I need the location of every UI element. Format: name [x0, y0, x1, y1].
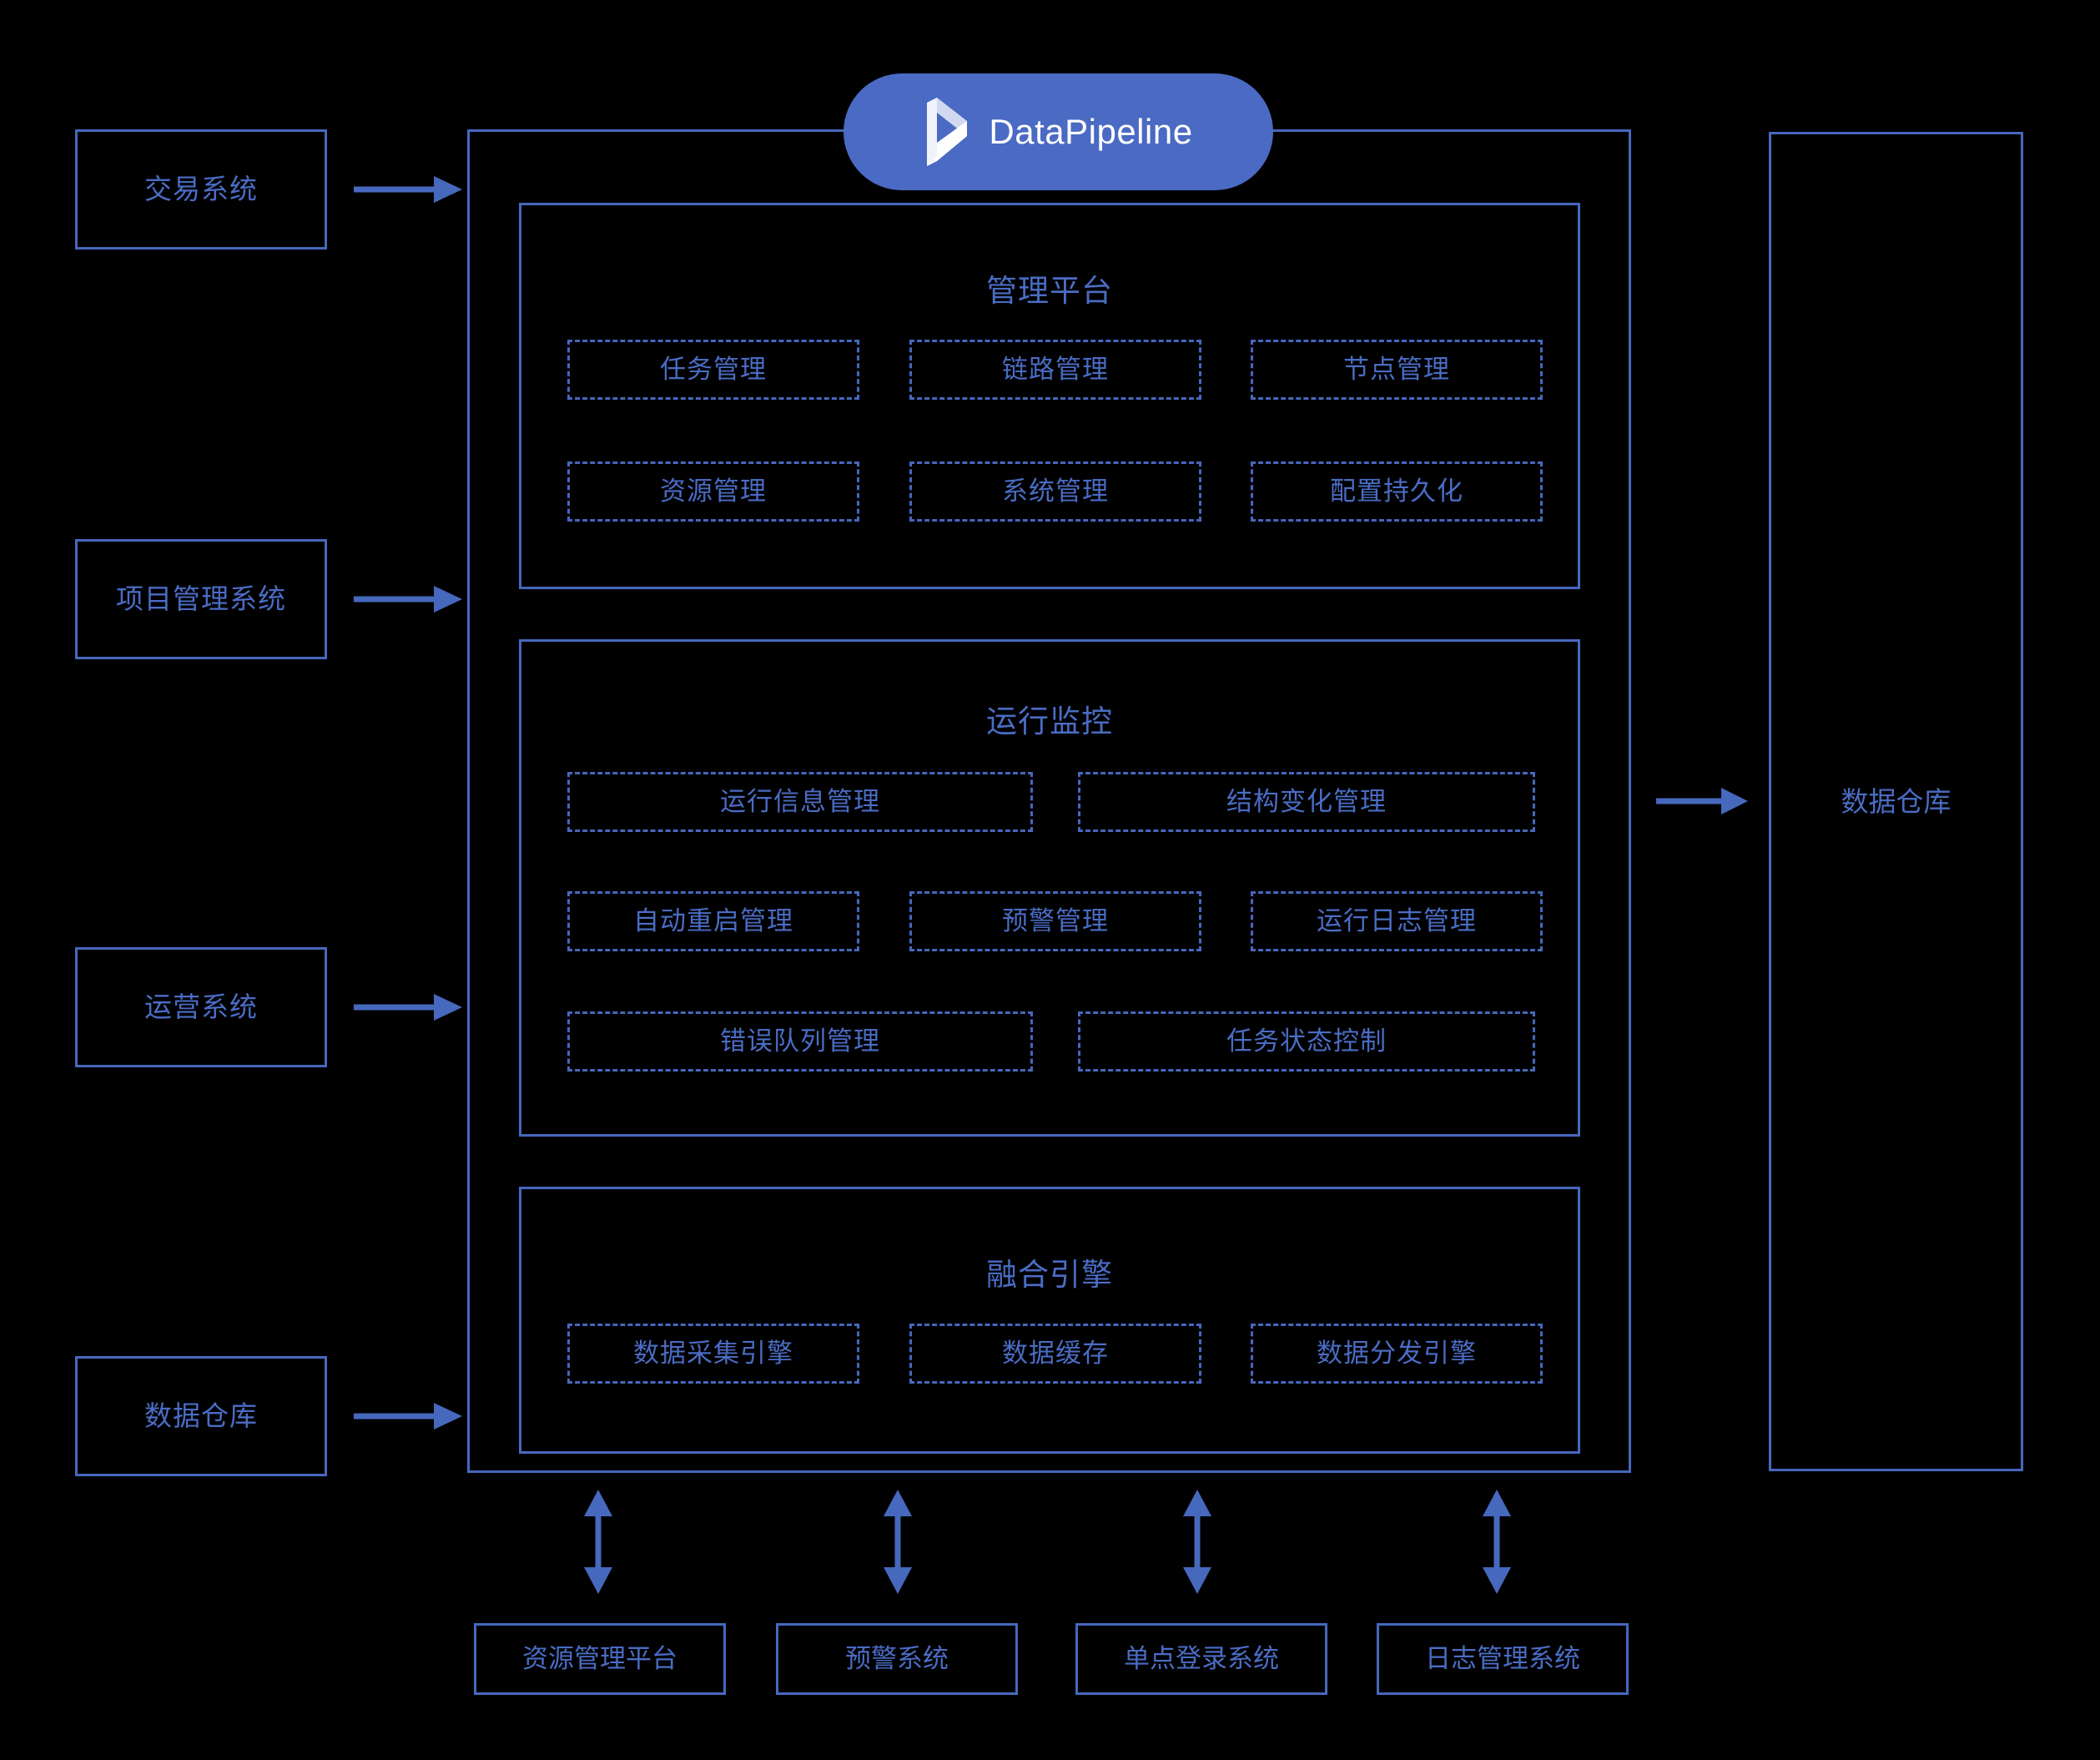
bottom-system-box[interactable]: 日志管理系统 — [1377, 1623, 1629, 1695]
target-label: 数据仓库 — [1841, 785, 1951, 817]
module-box[interactable]: 运行日志管理 — [1251, 891, 1543, 951]
module-label: 数据缓存 — [1002, 1338, 1109, 1368]
module-box[interactable]: 任务管理 — [567, 340, 859, 400]
arrow-right-icon — [354, 176, 462, 203]
arrow-up-down-icon — [884, 1490, 912, 1594]
section-title-management: 管理平台 — [986, 274, 1113, 308]
module-label: 系统管理 — [1002, 476, 1109, 506]
source-label: 运营系统 — [144, 991, 258, 1023]
bottom-system-label: 预警系统 — [845, 1643, 949, 1673]
module-label: 节点管理 — [1343, 354, 1450, 384]
module-box[interactable]: 数据分发引擎 — [1251, 1324, 1543, 1384]
module-label: 数据分发引擎 — [1317, 1338, 1477, 1368]
module-label: 错误队列管理 — [720, 1026, 880, 1056]
source-label: 项目管理系统 — [116, 583, 286, 615]
module-box[interactable]: 自动重启管理 — [567, 891, 859, 951]
module-label: 数据采集引擎 — [633, 1338, 793, 1368]
source-label: 交易系统 — [144, 174, 258, 205]
arrow-right-icon — [354, 586, 462, 613]
bottom-system-label: 日志管理系统 — [1425, 1643, 1580, 1673]
module-label: 任务管理 — [660, 354, 767, 384]
section-panel-engine — [519, 1187, 1580, 1454]
module-label: 自动重启管理 — [633, 905, 793, 935]
module-box[interactable]: 系统管理 — [909, 461, 1201, 522]
arrow-right-icon — [354, 994, 462, 1021]
bottom-system-box[interactable]: 单点登录系统 — [1075, 1623, 1327, 1695]
source-box-0[interactable]: 交易系统 — [75, 129, 327, 250]
module-box[interactable]: 预警管理 — [909, 891, 1201, 951]
module-label: 配置持久化 — [1330, 476, 1463, 506]
module-box[interactable]: 结构变化管理 — [1078, 772, 1535, 832]
section-title-engine: 融合引擎 — [986, 1258, 1113, 1292]
arrow-up-down-icon — [1183, 1490, 1211, 1594]
arrow-up-down-icon — [584, 1490, 612, 1594]
module-box[interactable]: 链路管理 — [909, 340, 1201, 400]
module-label: 资源管理 — [660, 476, 767, 506]
arrow-right-icon — [1656, 788, 1748, 814]
module-box[interactable]: 资源管理 — [567, 461, 859, 522]
module-box[interactable]: 运行信息管理 — [567, 772, 1033, 832]
bottom-system-label: 单点登录系统 — [1124, 1643, 1279, 1673]
module-box[interactable]: 数据缓存 — [909, 1324, 1201, 1384]
module-box[interactable]: 任务状态控制 — [1078, 1011, 1535, 1072]
bottom-system-label: 资源管理平台 — [522, 1643, 677, 1673]
arrow-up-down-icon — [1483, 1490, 1511, 1594]
module-box[interactable]: 错误队列管理 — [567, 1011, 1033, 1072]
module-label: 运行日志管理 — [1317, 905, 1477, 935]
source-box-1[interactable]: 项目管理系统 — [75, 539, 327, 659]
source-box-3[interactable]: 数据仓库 — [75, 1356, 327, 1476]
module-label: 任务状态控制 — [1226, 1026, 1387, 1056]
module-label: 预警管理 — [1002, 905, 1109, 935]
module-label: 结构变化管理 — [1226, 786, 1387, 816]
module-box[interactable]: 配置持久化 — [1251, 461, 1543, 522]
datapipeline-logo-icon — [927, 98, 968, 166]
source-label: 数据仓库 — [144, 1400, 258, 1432]
section-panel-management — [519, 203, 1580, 589]
arrow-right-icon — [354, 1403, 462, 1430]
bottom-system-box[interactable]: 预警系统 — [776, 1623, 1018, 1695]
section-title-monitoring: 运行监控 — [986, 704, 1113, 739]
section-panel-monitoring — [519, 639, 1580, 1137]
module-box[interactable]: 数据采集引擎 — [567, 1324, 859, 1384]
source-box-2[interactable]: 运营系统 — [75, 947, 327, 1067]
brand-name: DataPipeline — [989, 112, 1193, 151]
target-warehouse-box[interactable]: 数据仓库 — [1769, 132, 2023, 1471]
bottom-system-box[interactable]: 资源管理平台 — [474, 1623, 726, 1695]
datapipeline-logo-badge: DataPipeline — [844, 73, 1273, 190]
module-label: 链路管理 — [1002, 354, 1109, 384]
module-label: 运行信息管理 — [720, 786, 880, 816]
module-box[interactable]: 节点管理 — [1251, 340, 1543, 400]
